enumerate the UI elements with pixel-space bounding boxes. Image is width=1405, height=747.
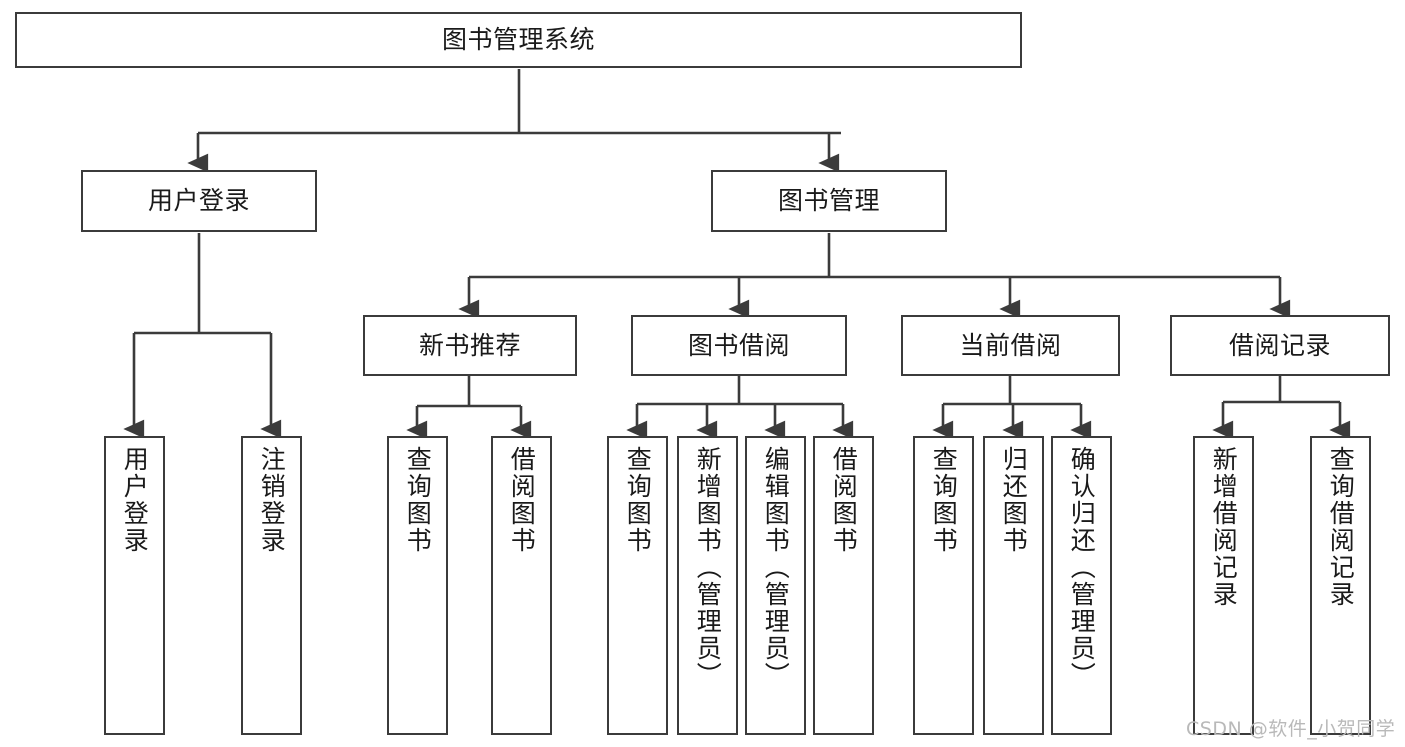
leaf-node-return-book[interactable]: 归还图书 xyxy=(983,436,1044,735)
node-current-borrowing[interactable]: 当前借阅 xyxy=(901,315,1120,376)
node-label: 确认归还（管理员） xyxy=(1067,446,1097,689)
leaf-node-query-book-borrowing[interactable]: 查询图书 xyxy=(607,436,668,735)
node-book-management[interactable]: 图书管理 xyxy=(711,170,947,232)
leaf-node-add-book-admin[interactable]: 新增图书（管理员） xyxy=(677,436,738,735)
node-label: 查询图书 xyxy=(403,446,433,554)
node-label: 用户登录 xyxy=(147,186,250,216)
leaf-node-confirm-return-admin[interactable]: 确认归还（管理员） xyxy=(1051,436,1112,735)
leaf-node-query-borrow-record[interactable]: 查询借阅记录 xyxy=(1310,436,1371,735)
leaf-node-query-book-current[interactable]: 查询图书 xyxy=(913,436,974,735)
node-label: 查询图书 xyxy=(623,446,653,554)
node-label: 图书管理 xyxy=(777,186,880,216)
leaf-node-borrow-book-borrowing[interactable]: 借阅图书 xyxy=(813,436,874,735)
node-user-login[interactable]: 用户登录 xyxy=(81,170,317,232)
node-label: 归还图书 xyxy=(999,446,1029,554)
node-label: 借阅图书 xyxy=(507,446,537,554)
node-label: 借阅图书 xyxy=(829,446,859,554)
leaf-node-borrow-book-recommendation[interactable]: 借阅图书 xyxy=(491,436,552,735)
node-book-borrowing[interactable]: 图书借阅 xyxy=(631,315,847,376)
node-label: 借阅记录 xyxy=(1228,330,1331,360)
node-new-book-recommendation[interactable]: 新书推荐 xyxy=(363,315,577,376)
node-label: 查询借阅记录 xyxy=(1326,446,1356,608)
node-label: 图书借阅 xyxy=(687,330,790,360)
node-label: 编辑图书（管理员） xyxy=(761,446,791,689)
leaf-node-edit-book-admin[interactable]: 编辑图书（管理员） xyxy=(745,436,806,735)
node-label: 查询图书 xyxy=(929,446,959,554)
node-label: 新书推荐 xyxy=(418,330,521,360)
node-label: 当前借阅 xyxy=(959,330,1062,360)
csdn-watermark: CSDN @软件_小贺同学 xyxy=(1186,718,1396,740)
node-label: 新增借阅记录 xyxy=(1209,446,1239,608)
leaf-node-add-borrow-record[interactable]: 新增借阅记录 xyxy=(1193,436,1254,735)
leaf-node-user-login[interactable]: 用户登录 xyxy=(104,436,165,735)
node-root-book-management-system[interactable]: 图书管理系统 xyxy=(15,12,1022,68)
leaf-node-logout-login[interactable]: 注销登录 xyxy=(241,436,302,735)
node-label: 图书管理系统 xyxy=(441,25,595,55)
node-label: 新增图书（管理员） xyxy=(693,446,723,689)
node-label: 用户登录 xyxy=(120,446,150,554)
leaf-node-query-book-recommendation[interactable]: 查询图书 xyxy=(387,436,448,735)
node-borrowing-record[interactable]: 借阅记录 xyxy=(1170,315,1390,376)
node-label: 注销登录 xyxy=(257,446,287,554)
